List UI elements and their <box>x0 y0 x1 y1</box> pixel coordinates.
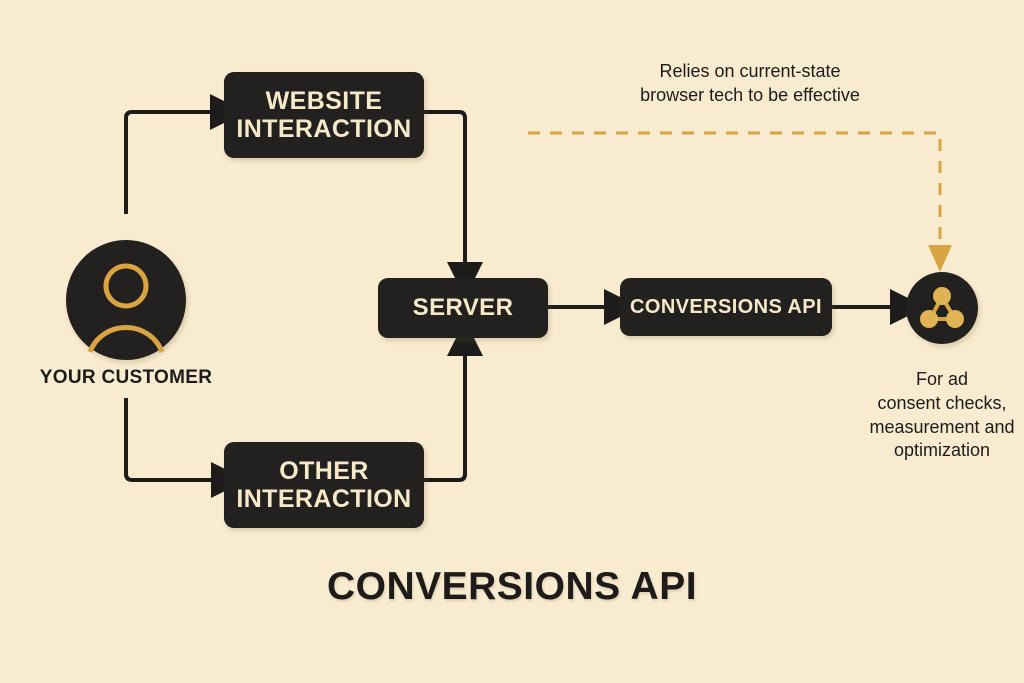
person-avatar-glyph <box>87 263 165 353</box>
network-caption-line4: optimization <box>893 440 991 461</box>
connector-customer-to-website <box>124 94 246 214</box>
node-other-interaction-line1: OTHER <box>279 457 369 485</box>
connector-browser-note-dashed <box>528 131 952 272</box>
node-website-interaction-line2: INTERACTION <box>236 115 412 143</box>
network-nodes-glyph <box>920 287 964 328</box>
person-avatar-icon <box>66 240 186 360</box>
page-title: CONVERSIONS API <box>326 565 698 608</box>
node-other-interaction[interactable]: OTHER INTERACTION <box>224 442 424 528</box>
node-other-interaction-line2: INTERACTION <box>236 485 412 513</box>
browser-note-line2: browser tech to be effective <box>640 84 860 105</box>
node-conversions-api[interactable]: CONVERSIONS API <box>620 278 832 336</box>
node-conversions-api-label: CONVERSIONS API <box>630 295 822 318</box>
network-caption-line2: consent checks, <box>877 392 1007 413</box>
browser-note-line1: Relies on current-state <box>659 61 841 81</box>
connector-customer-to-other <box>124 398 247 498</box>
node-website-interaction[interactable]: WEBSITE INTERACTION <box>224 72 424 158</box>
network-nodes-icon <box>906 272 978 344</box>
node-website-interaction-line1: WEBSITE <box>265 87 383 115</box>
customer-label: YOUR CUSTOMER <box>39 367 213 388</box>
network-caption-line3: measurement and <box>869 416 1015 437</box>
browser-note: Relies on current-state browser tech to … <box>570 60 930 108</box>
connector-other-to-server <box>424 320 483 482</box>
node-server[interactable]: SERVER <box>378 278 548 338</box>
connector-website-to-server <box>424 110 483 298</box>
node-server-label: SERVER <box>412 293 514 321</box>
network-caption-line1: For ad <box>915 369 969 389</box>
network-caption: For ad consent checks, measurement and o… <box>810 368 1024 463</box>
node-other-interaction-text: OTHER INTERACTION <box>236 457 411 513</box>
node-website-interaction-text: WEBSITE INTERACTION <box>236 87 411 143</box>
